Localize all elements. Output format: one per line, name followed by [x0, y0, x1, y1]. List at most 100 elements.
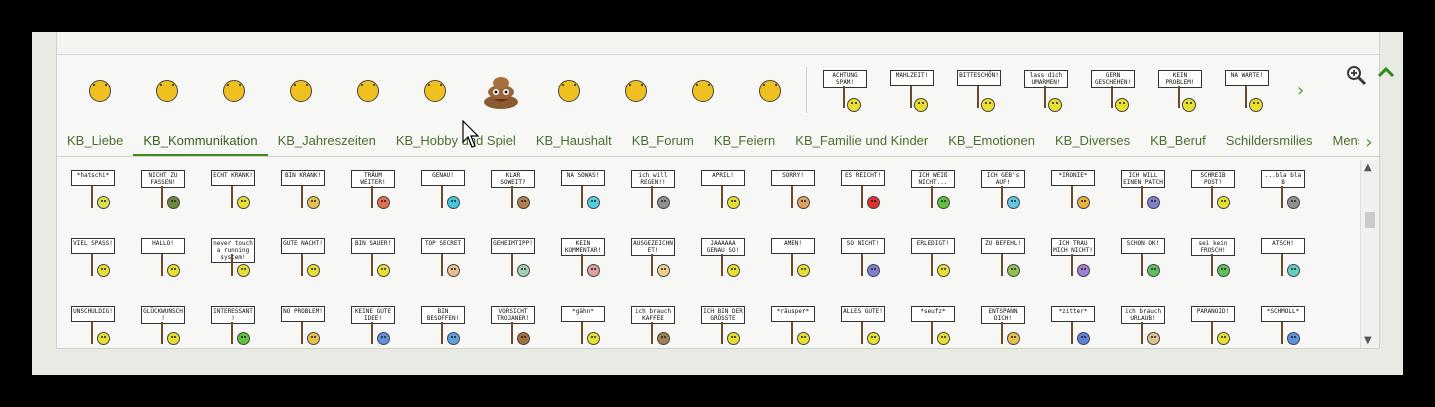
smiley-cell[interactable]: NA SOWAS! [555, 160, 625, 228]
smiley-cell[interactable]: GLÜCKWUNSCH! [135, 296, 205, 348]
smiley-cell[interactable]: SCHON OK! [1115, 228, 1185, 296]
smiley-face-icon [587, 264, 600, 277]
scroll-down-icon[interactable]: ▼ [1364, 335, 1372, 346]
smiley-cell[interactable]: sei kein FROSCH! [1185, 228, 1255, 296]
scroll-thumb[interactable] [1365, 212, 1375, 228]
smiley-cell[interactable]: BIN SAUER! [345, 228, 415, 296]
smiley-face-icon [1182, 98, 1196, 112]
tab-kb-emotionen[interactable]: KB_Emotionen [948, 133, 1035, 148]
sign-gern-geschehen[interactable]: GERN GESCHEHEN! [1079, 60, 1146, 120]
smiley-cell[interactable]: ICH GEB's AUF! [975, 160, 1045, 228]
sign-pole [371, 322, 373, 344]
grin-smiley-icon[interactable] [132, 60, 199, 120]
smiley-cell[interactable]: VORSICHT TROJANER! [485, 296, 555, 348]
recent-scroll-right-icon[interactable]: › [1297, 80, 1305, 101]
smiley-cell[interactable]: KEIN KOMMENTAR! [555, 228, 625, 296]
vertical-scrollbar[interactable]: ▲ ▼ [1360, 160, 1379, 348]
smiley-cell[interactable]: *seufz* [905, 296, 975, 348]
smiley-cell[interactable]: *IRONIE* [1045, 160, 1115, 228]
tab-kb-forum[interactable]: KB_Forum [631, 133, 694, 148]
handshake-smiley-icon[interactable] [735, 60, 802, 120]
door-flowers-smiley-icon[interactable] [668, 60, 735, 120]
scroll-up-icon[interactable]: ▲ [1364, 162, 1372, 173]
smiley-cell[interactable]: ERLEDIGT! [905, 228, 975, 296]
smiley-cell[interactable]: NICHT ZU FASSEN! [135, 160, 205, 228]
tab-schildersmilies[interactable]: Schildersmilies [1225, 133, 1313, 148]
smiley-cell[interactable]: ZU BEFEHL! [975, 228, 1045, 296]
smiley-cell[interactable]: HALLO! [135, 228, 205, 296]
smiley-face-icon [517, 332, 530, 345]
smiley-cell[interactable]: ich brauch KAFFEE [625, 296, 695, 348]
smiley-cell[interactable]: JAAAAAA GENAU SO! [695, 228, 765, 296]
sign-achtung-spam[interactable]: ACHTUNG SPAM! [811, 60, 878, 120]
computer-smiley-icon[interactable] [333, 60, 400, 120]
sign-lass-dich-umarmen[interactable]: lass dich UMARMEN! [1012, 60, 1079, 120]
couple-smiley-icon[interactable] [65, 60, 132, 120]
smiley-cell[interactable]: *SCHMOLL* [1255, 296, 1325, 348]
tictactoe-smiley-icon[interactable] [601, 60, 668, 120]
smiley-cell[interactable]: *gähn* [555, 296, 625, 348]
tab-kb-kommunikation[interactable]: KB_Kommunikation [133, 133, 268, 156]
smiley-cell[interactable]: ich will REGEN!! [625, 160, 695, 228]
smiley-cell[interactable]: APRIL! [695, 160, 765, 228]
tab-kb-jahreszeiten[interactable]: KB_Jahreszeiten [277, 133, 376, 148]
tab-kb-beruf[interactable]: KB_Beruf [1150, 133, 1206, 148]
smiley-cell[interactable]: ICH WILL EINEN PATCH [1115, 160, 1185, 228]
smiley-cell[interactable]: KEINE GUTE IDEE! [345, 296, 415, 348]
smiley-cell[interactable]: ICH WEIß NICHT... [905, 160, 975, 228]
smiley-cell[interactable]: ALLES GUTE! [835, 296, 905, 348]
smiley-cell[interactable]: ...bla bla B [1255, 160, 1325, 228]
zoom-in-icon[interactable] [1345, 64, 1367, 86]
smiley-cell[interactable]: ATSCH! [1255, 228, 1325, 296]
smiley-cell[interactable]: SCHREIB POST! [1185, 160, 1255, 228]
smiley-cell[interactable]: VIEL SPASS! [65, 228, 135, 296]
sign-pole [721, 254, 723, 276]
smiley-cell[interactable]: SO NICHT! [835, 228, 905, 296]
smiley-cell[interactable]: KLAR SOWEIT? [485, 160, 555, 228]
smiley-cell[interactable]: ES REICHT! [835, 160, 905, 228]
smiley-cell[interactable]: INTERESSANT! [205, 296, 275, 348]
smiley-cell[interactable]: GUTE NACHT! [275, 228, 345, 296]
sign-kein-problem[interactable]: KEIN PROBLEM! [1146, 60, 1213, 120]
smiley-cell[interactable]: SORRY! [765, 160, 835, 228]
smiley-cell[interactable]: BIN BESOFFEN! [415, 296, 485, 348]
smiley-cell[interactable]: AMEN! [765, 228, 835, 296]
smiley-cell[interactable]: NO PROBLEM! [275, 296, 345, 348]
smiley-cell[interactable]: *zitter* [1045, 296, 1115, 348]
smiley-cell[interactable]: *räusper* [765, 296, 835, 348]
smiley-cell[interactable]: ICH BIN DER GRÖSSTE [695, 296, 765, 348]
smiley-cell[interactable]: TRÄUM WEITER! [345, 160, 415, 228]
smiley-cell[interactable]: TOP SECRET [415, 228, 485, 296]
monitor-smiley-icon[interactable] [400, 60, 467, 120]
sign-text: sei kein FROSCH! [1191, 238, 1235, 256]
tab-kb-haushalt[interactable]: KB_Haushalt [535, 133, 612, 148]
sign-text: INTERESSANT! [211, 306, 255, 324]
smiley-cell[interactable]: ICH TRAU MICH NICHT! [1045, 228, 1115, 296]
smiley-cell[interactable]: BIN KRANK! [275, 160, 345, 228]
smiley-cell[interactable]: ich brauch URLAUB! [1115, 296, 1185, 348]
tab-kb-feiern[interactable]: KB_Feiern [713, 133, 776, 148]
smiley-cell[interactable]: PARANOID! [1185, 296, 1255, 348]
collapse-up-icon[interactable] [1375, 62, 1397, 84]
scared-smiley-icon[interactable] [199, 60, 266, 120]
sign-pole [511, 322, 513, 344]
tab-kb-diverses[interactable]: KB_Diverses [1054, 133, 1131, 148]
smiley-cell[interactable]: AUSGEZEICHNET! [625, 228, 695, 296]
sign-na-warte[interactable]: NA WARTE! [1213, 60, 1280, 120]
smiley-cell[interactable]: ECHT KRANK! [205, 160, 275, 228]
poop-emoji-icon[interactable] [467, 60, 534, 120]
smiley-cell[interactable]: GEHEIMTIPP! [485, 228, 555, 296]
tab-kb-liebe[interactable]: KB_Liebe [67, 133, 124, 148]
tabs-scroll-right-icon[interactable]: › [1359, 128, 1379, 156]
smiley-cell[interactable]: ENTSPANN DICH! [975, 296, 1045, 348]
sign-bitteschoen[interactable]: BITTESCHÖN! [945, 60, 1012, 120]
tab-kb-hobby-und-spiel[interactable]: KB_Hobby und Spiel [395, 133, 516, 148]
plane-smiley-icon[interactable] [534, 60, 601, 120]
smiley-cell[interactable]: GENAU! [415, 160, 485, 228]
thinking-smiley-icon[interactable] [266, 60, 333, 120]
smiley-cell[interactable]: *hatschi* [65, 160, 135, 228]
smiley-cell[interactable]: UNSCHULDIG! [65, 296, 135, 348]
sign-mahlzeit[interactable]: MAHLZEIT! [878, 60, 945, 120]
smiley-cell[interactable]: never touch a running system! [205, 228, 275, 296]
tab-kb-familie-und-kinder[interactable]: KB_Familie und Kinder [795, 133, 929, 148]
